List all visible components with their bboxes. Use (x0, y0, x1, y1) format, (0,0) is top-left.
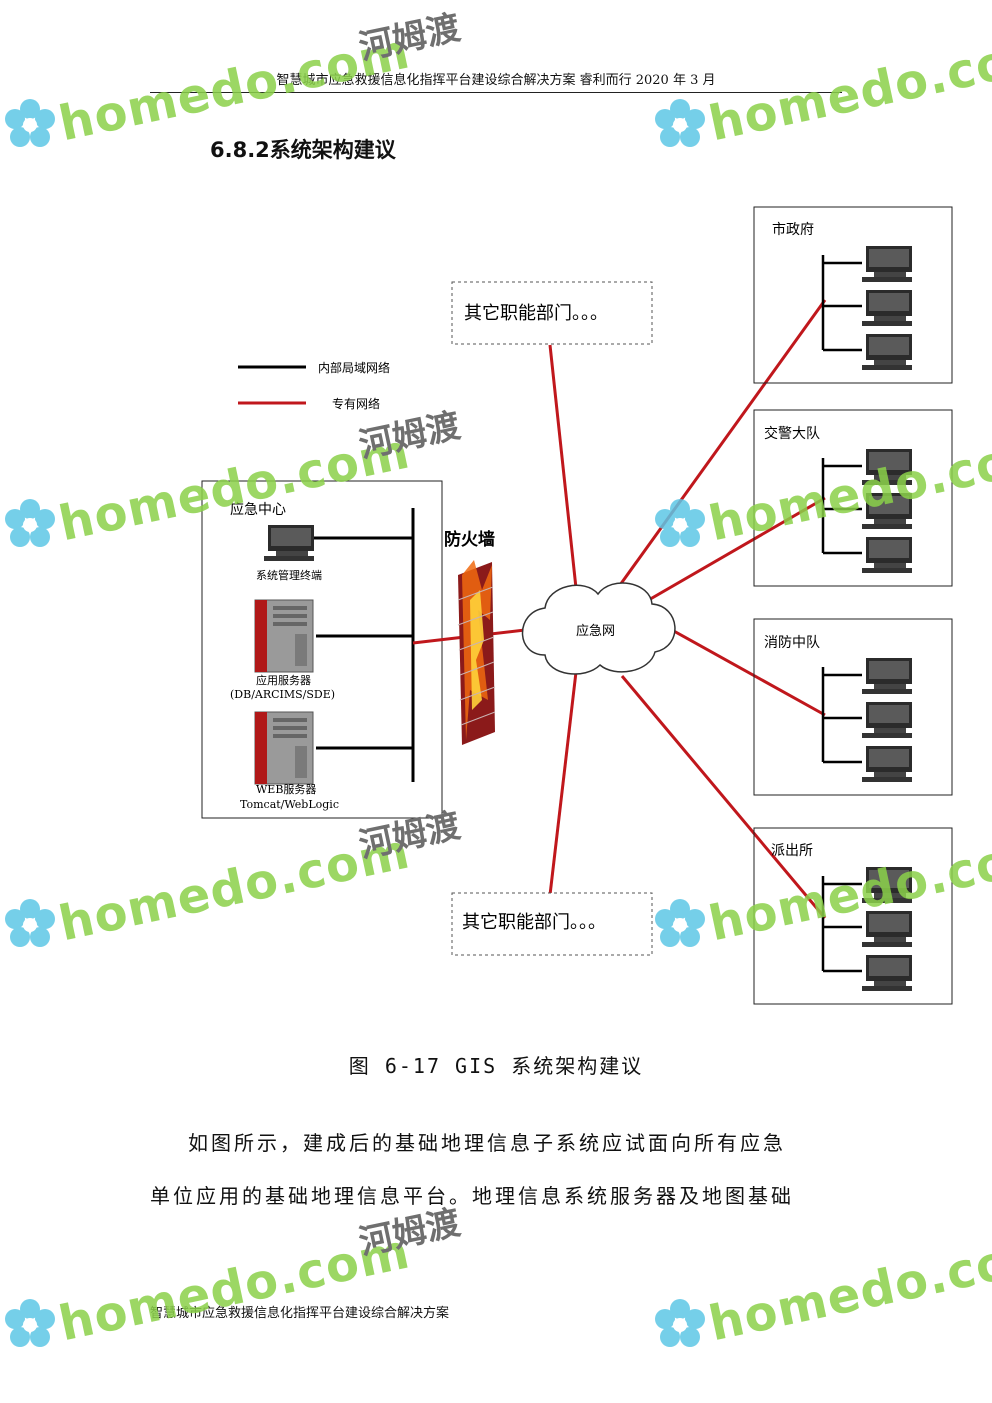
page-header: 智慧城市应急救援信息化指挥平台建设综合解决方案 睿利而行 2020 年 3 月 (150, 70, 842, 93)
computer-icon (862, 867, 912, 903)
other-depts-bottom-label: 其它职能部门。。。 (462, 912, 606, 933)
legend-internal-label: 内部局域网络 (318, 360, 390, 375)
emergency-network-cloud: 应急网 (521, 582, 676, 675)
web-server-sublabel: Tomcat/WebLogic (240, 798, 339, 811)
web-server-icon (254, 711, 314, 785)
app-server-sublabel: (DB/ARCIMS/SDE) (230, 688, 335, 701)
computer-icon (862, 746, 912, 782)
paragraph-line-2: 单位应用的基础地理信息平台。地理信息系统服务器及地图基础 (150, 1184, 794, 1208)
terminal-label: 系统管理终端 (256, 568, 322, 582)
terminal-computer-icon (264, 525, 314, 561)
cloud-label: 应急网 (576, 623, 615, 639)
legend-private-label: 专有网络 (332, 396, 380, 411)
dept-label: 派出所 (771, 843, 813, 859)
flower-logo-icon (5, 1299, 55, 1347)
watermark-brand: homedo.com (704, 1223, 992, 1353)
computer-icon (862, 702, 912, 738)
computer-icon (862, 658, 912, 694)
dept-box-1: 交警大队 (753, 409, 953, 587)
emergency-center-box (201, 480, 443, 819)
dept-box-3: 派出所 (753, 827, 953, 1005)
dept-label: 交警大队 (764, 425, 820, 442)
computer-icon (862, 911, 912, 947)
page-footer: 智慧城市应急救援信息化指挥平台建设综合解决方案 (150, 1306, 450, 1321)
web-server-label: WEB服务器 (256, 783, 316, 796)
computer-icon (862, 955, 912, 991)
flower-logo-icon (655, 1299, 705, 1347)
figure-caption: 图 6-17 GIS 系统架构建议 (348, 1054, 644, 1078)
computer-icon (862, 334, 912, 370)
firewall-label: 防火墙 (444, 529, 495, 550)
app-server-icon (254, 599, 314, 673)
computer-icon (862, 290, 912, 326)
dept-box-2: 消防中队 (753, 618, 953, 796)
watermark: homedo.com (650, 1223, 992, 1355)
computer-icon (862, 246, 912, 282)
architecture-diagram: 内部局域网络 专有网络 应急中心 系统管理终端 应用服务器 (DB/ARCIMS… (201, 206, 953, 1005)
private-network-links (548, 299, 827, 919)
computer-icon (862, 537, 912, 573)
app-server-label: 应用服务器 (256, 673, 311, 687)
computer-icon (862, 449, 912, 485)
other-depts-top-label: 其它职能部门。。。 (464, 303, 608, 324)
computer-icon (862, 493, 912, 529)
firewall-icon (457, 560, 496, 745)
other-depts-top-box (451, 281, 653, 345)
emergency-center-title: 应急中心 (230, 501, 286, 518)
paragraph-line-1: 如图所示，建成后的基础地理信息子系统应试面向所有应急 (188, 1131, 786, 1155)
dept-label: 消防中队 (764, 635, 820, 651)
section-title: 6.8.2系统架构建议 (210, 138, 396, 162)
dept-label: 市政府 (772, 221, 814, 238)
other-depts-bottom-box (451, 892, 653, 956)
dept-box-0: 市政府 (753, 206, 953, 384)
